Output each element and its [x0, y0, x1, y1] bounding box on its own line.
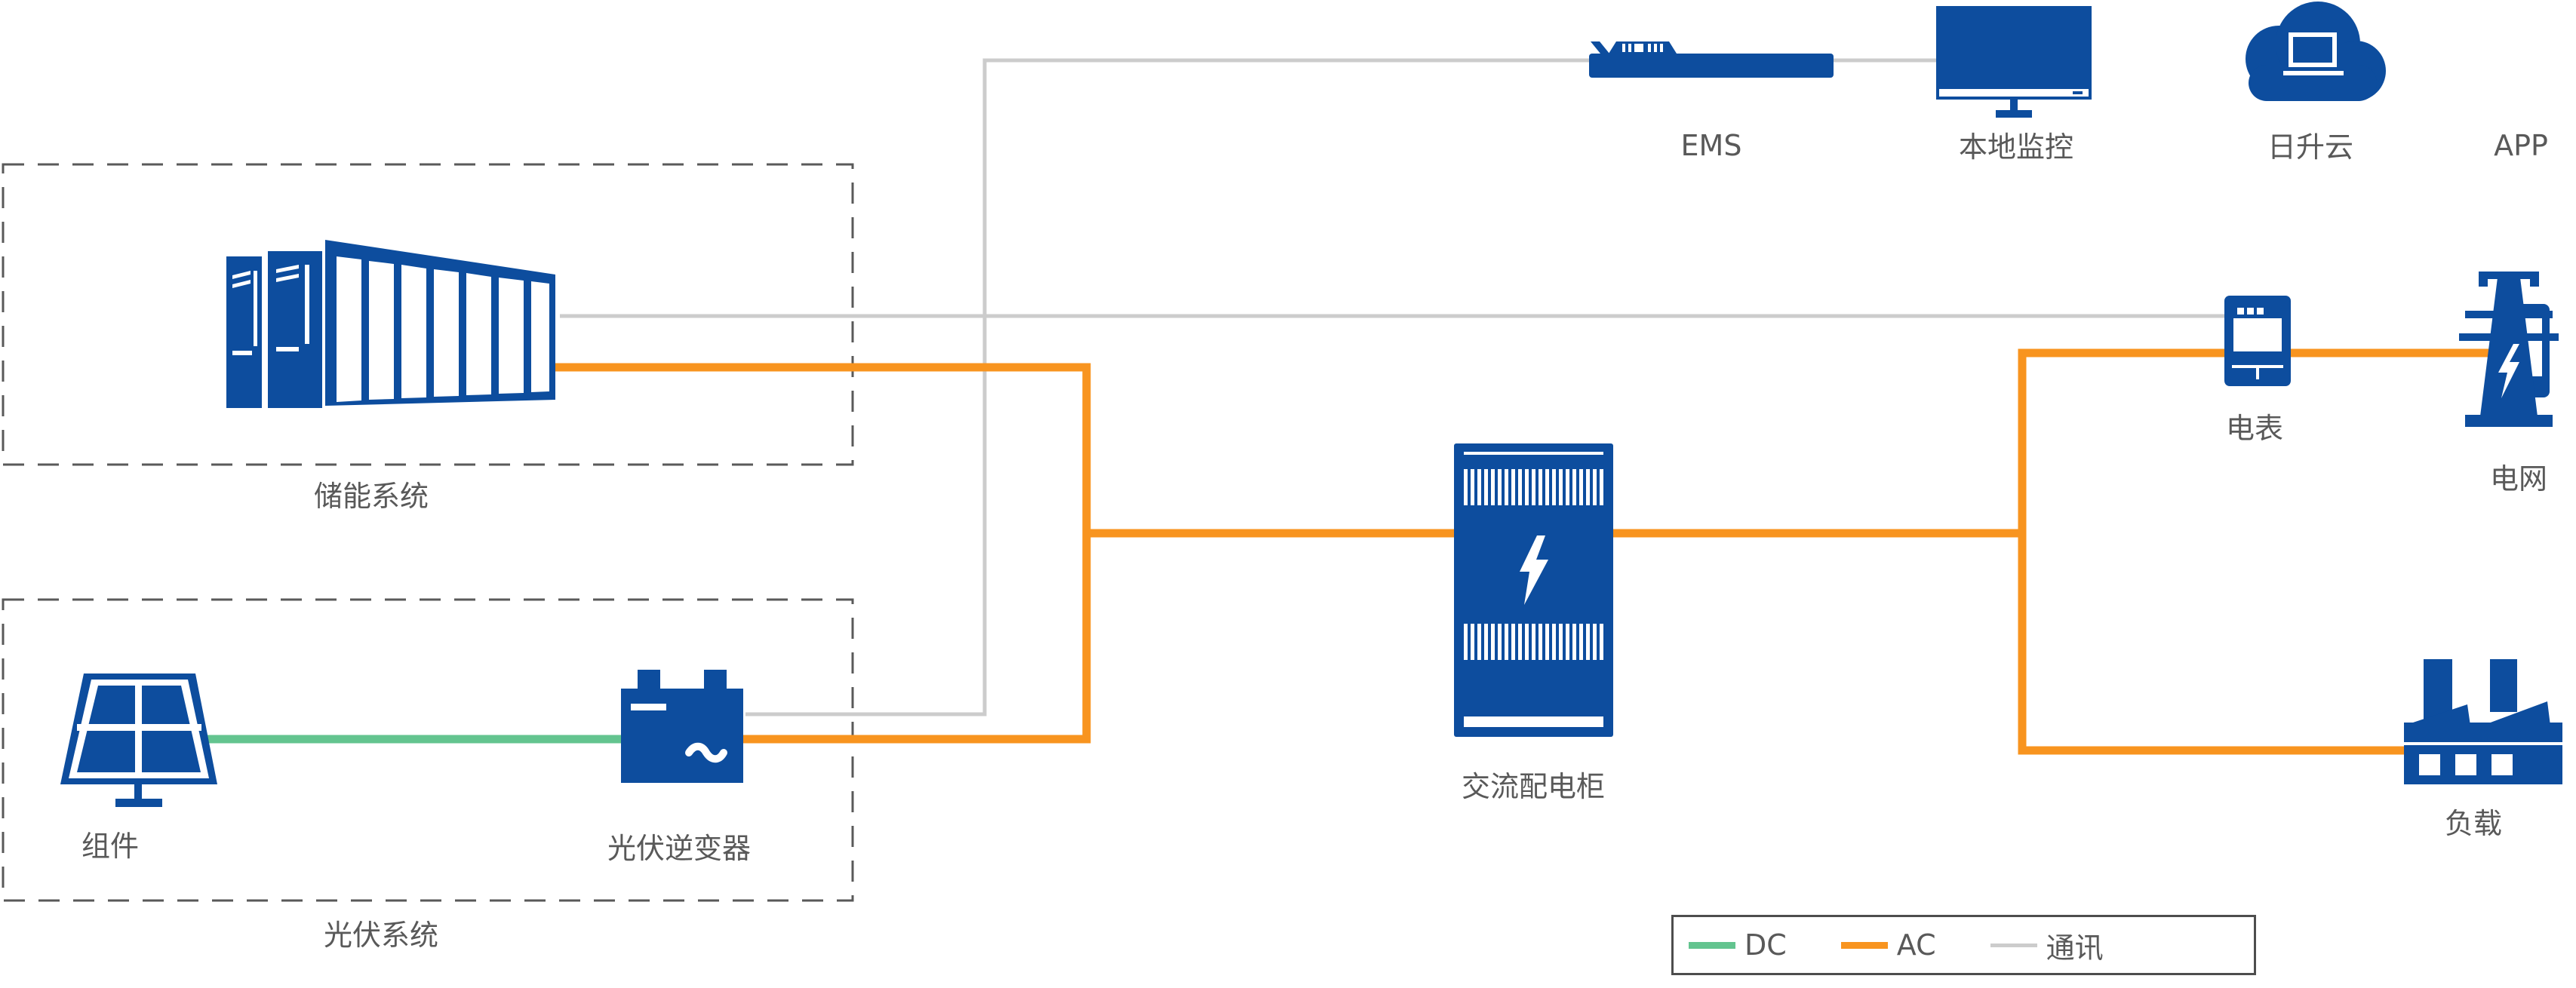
legend-item-comm: 通讯 — [1990, 925, 2104, 966]
ac-cabinet-label: 交流配电柜 — [1461, 770, 1606, 803]
ac-line-swatch — [1840, 941, 1888, 949]
laptop-glyph — [2289, 32, 2337, 67]
grid-label: 电网 — [2489, 462, 2548, 496]
cabinet-vent-bottom — [1464, 624, 1603, 660]
local-monitor-icon — [1936, 6, 2092, 119]
comm-line-inverter-to-ems — [745, 58, 1592, 716]
monitor-stand — [2010, 100, 2018, 112]
load-label: 负载 — [2444, 807, 2503, 840]
cabinet-vent-top — [1464, 469, 1603, 505]
monitor-screen — [1936, 6, 2092, 100]
meter-label: 电表 — [2225, 412, 2284, 445]
dc-line-swatch — [1689, 941, 1735, 949]
legend-comm-label: 通讯 — [2046, 931, 2104, 965]
monitor-strip — [1939, 89, 2089, 97]
pv-inverter-label: 光伏逆变器 — [607, 832, 752, 865]
load-factory-icon — [2398, 659, 2568, 787]
ac-cabinet-icon — [1454, 443, 1613, 737]
lightning-bolt-icon — [2498, 344, 2519, 398]
cabinet-top-line — [1464, 452, 1603, 455]
cloud-icon — [2226, 0, 2392, 110]
solar-module-icon — [60, 673, 217, 812]
pv-system-dashed-box — [2, 598, 854, 902]
comm-line-swatch — [1990, 943, 2037, 947]
pv-module-label: 组件 — [81, 830, 140, 863]
storage-container-icon — [226, 238, 555, 411]
legend-ac-label: AC — [1896, 928, 1936, 962]
monitor-strip-dash — [2073, 91, 2083, 94]
ems-device-icon — [1589, 41, 1834, 81]
monitor-base — [1996, 110, 2032, 118]
local-monitor-label: 本地监控 — [1958, 130, 2074, 164]
legend: DC AC 通讯 — [1671, 915, 2256, 975]
pv-system-label: 光伏系统 — [323, 919, 439, 952]
grid-tower-icon — [2456, 272, 2562, 442]
meter-icon — [2224, 296, 2291, 389]
legend-item-ac: AC — [1840, 928, 1936, 962]
pv-inverter-icon — [621, 670, 743, 786]
cabinet-bottom-bar — [1464, 716, 1603, 727]
ac-line-storage-inverter-trunk — [555, 363, 1091, 744]
ems-label: EMS — [1680, 129, 1742, 162]
legend-dc-label: DC — [1744, 928, 1787, 962]
storage-system-label: 储能系统 — [313, 480, 429, 513]
app-label: APP — [2494, 129, 2548, 162]
storage-system-dashed-box — [2, 163, 854, 466]
legend-item-dc: DC — [1689, 928, 1787, 962]
lightning-bolt-icon — [1519, 535, 1548, 605]
cloud-label: 日升云 — [2267, 130, 2354, 164]
